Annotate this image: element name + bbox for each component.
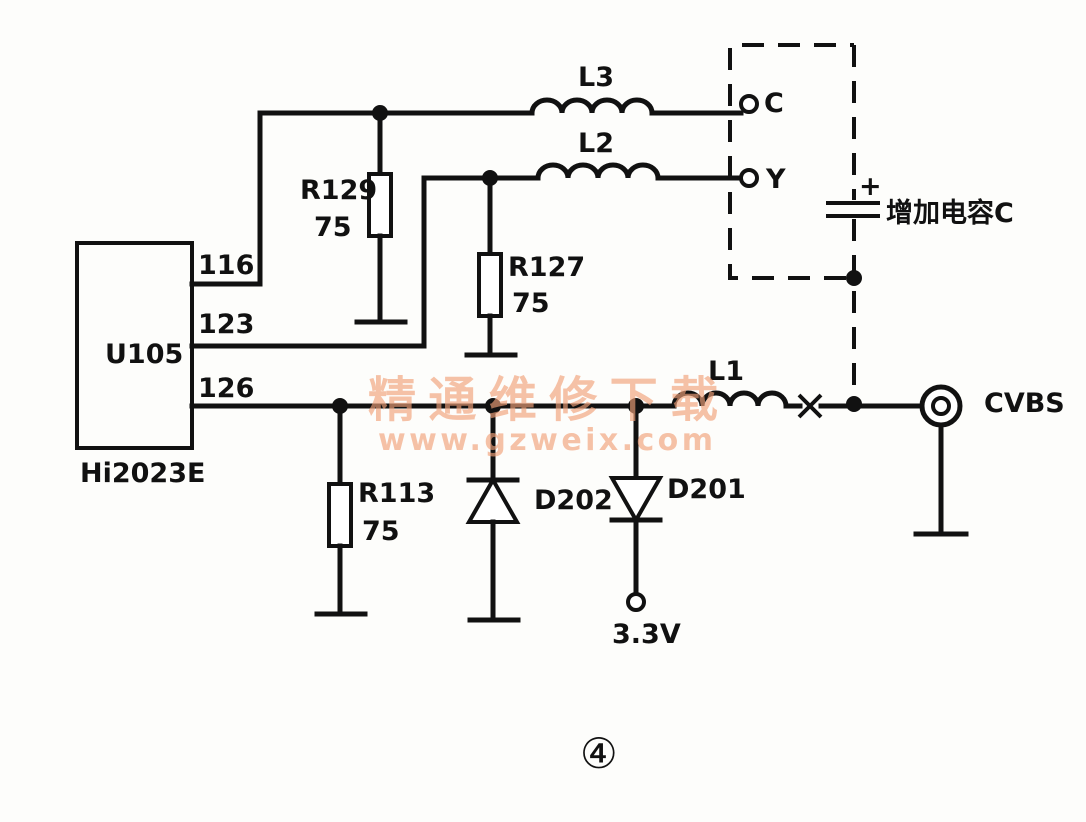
resistor-r113-value: 75 <box>362 516 400 547</box>
watermark-text: 精通维修下载 <box>368 372 718 428</box>
terminal-y-label: Y <box>765 164 786 195</box>
terminal-y <box>739 168 759 188</box>
pin-116-label: 116 <box>198 250 254 281</box>
terminal-c-label: C <box>764 88 784 119</box>
diode-d201-triangle <box>608 476 664 525</box>
diode-d201-label: D201 <box>667 474 746 505</box>
ic-name-label: U105 <box>105 339 183 370</box>
capacitor-label: 增加电容C <box>886 197 1014 229</box>
resistor-r113-ref: R113 <box>358 478 435 509</box>
junction-cap-box <box>846 270 862 286</box>
inductor-l3-label: L3 <box>578 62 614 93</box>
supply-3v3-label: 3.3V <box>612 619 681 650</box>
pin-123-label: 123 <box>198 309 254 340</box>
wire-y-line <box>189 175 541 349</box>
ic-part-label: Hi2023E <box>80 458 205 489</box>
cvbs-jack-inner <box>931 396 951 416</box>
resistor-r127-ref: R127 <box>508 252 585 283</box>
pin-126-label: 126 <box>198 373 254 404</box>
terminal-3v3 <box>626 592 646 612</box>
inductor-l1 <box>671 390 789 409</box>
figure-number: ④ <box>580 729 618 778</box>
diode-d202-label: D202 <box>534 485 613 516</box>
inductor-l2 <box>535 162 661 181</box>
inductor-l3 <box>529 97 655 116</box>
resistor-r129-value: 75 <box>314 212 352 243</box>
inductor-l1-label: L1 <box>708 356 744 387</box>
diode-d202-triangle <box>465 475 521 524</box>
junction-cvbs <box>846 396 862 412</box>
resistor-r129-ref: R129 <box>300 175 377 206</box>
resistor-r127 <box>477 252 503 318</box>
dashed-box-left <box>728 48 854 280</box>
wire-c-line <box>189 110 535 287</box>
resistor-r113 <box>327 482 353 548</box>
watermark-url: www.gzweix.com <box>378 423 713 458</box>
terminal-c <box>739 94 759 114</box>
cvbs-label: CVBS <box>984 388 1065 419</box>
resistor-r127-value: 75 <box>512 288 550 319</box>
break-mark-b <box>797 393 823 419</box>
capacitor-plus-sign: + <box>859 171 882 202</box>
inductor-l2-label: L2 <box>578 128 614 159</box>
